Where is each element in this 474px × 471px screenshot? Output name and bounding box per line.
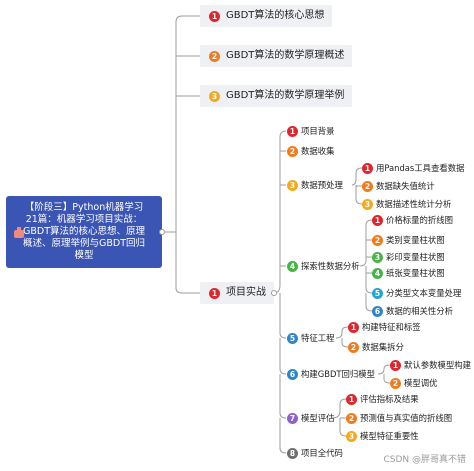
number-badge-icon: 3 [372,252,383,263]
root-title-line: GBDT算法的核心思想、原理 [23,226,145,237]
preprocessing-item[interactable]: 3 数据描述性统计分析 [362,199,451,210]
root-title: 【阶段三】Python机器学习 21篇：机器学习项目实战： GBDT算法的核心思… [23,202,145,262]
item-label: 数据预处理 [301,180,343,190]
topic-math-example[interactable]: 3 GBDT算法的数学原理举例 [200,85,353,107]
item-label: 数据描述性统计分析 [376,199,452,209]
feature-item[interactable]: 2 数据集拆分 [348,342,404,353]
project-item-feature-engineering[interactable]: 5 特征工程 [287,333,335,344]
item-label: 数据缺失值统计 [376,181,435,191]
eda-item[interactable]: 2 类别变量柱状图 [372,235,445,246]
number-badge-icon: 2 [390,378,401,389]
item-label: 默认参数模型构建 [404,360,471,370]
number-badge-icon: 5 [372,288,383,299]
project-item-evaluation[interactable]: 7 模型评估 [287,413,335,424]
evaluation-item[interactable]: 1 评估指标及结果 [346,394,419,405]
model-item[interactable]: 2 模型调优 [390,378,438,389]
eda-item[interactable]: 5 分类型文本变量处理 [372,288,461,299]
number-badge-icon: 8 [287,448,298,459]
number-badge-icon: 2 [362,181,373,192]
item-label: 分类型文本变量处理 [386,288,462,298]
number-badge-icon: 2 [372,235,383,246]
number-badge-icon: 2 [346,413,357,424]
project-item-build-model[interactable]: 6 构建GBDT回归模型 [287,369,375,380]
root-title-line: 【阶段三】Python机器学习 [24,202,144,213]
number-badge-icon: 1 [362,163,373,174]
eda-item[interactable]: 1 价格标量的折线图 [372,215,453,226]
project-item-full-code[interactable]: 8 项目全代码 [287,448,343,459]
number-badge-icon: 2 [287,146,298,157]
number-badge-icon: 2 [209,51,220,62]
project-item-background[interactable]: 1 项目背景 [287,126,335,137]
collapse-handle[interactable] [271,290,277,296]
eda-item[interactable]: 4 纸张变量柱状图 [372,268,445,279]
root-title-line: 概述、原理举例与GBDT回归 [23,238,145,249]
topic-core-idea[interactable]: 1 GBDT算法的核心思想 [200,5,333,27]
item-label: 特征工程 [301,333,335,343]
item-label: 评估指标及结果 [360,394,419,404]
number-badge-icon: 2 [348,342,359,353]
number-badge-icon: 3 [209,91,220,102]
collapse-handle[interactable] [159,229,165,235]
eda-item[interactable]: 6 数据的相关性分析 [372,306,453,317]
preprocessing-item[interactable]: 1 用Pandas工具查看数据 [362,163,465,174]
item-label: 模型调优 [404,378,438,388]
topic-label: 项目实战 [226,287,266,298]
number-badge-icon: 4 [372,268,383,279]
number-badge-icon: 4 [287,261,298,272]
eda-item[interactable]: 3 彩印变量柱状图 [372,252,445,263]
root-title-line: 模型 [74,250,94,261]
number-badge-icon: 1 [390,360,401,371]
number-badge-icon: 1 [346,394,357,405]
number-badge-icon: 1 [209,11,220,22]
item-label: 数据的相关性分析 [386,306,453,316]
item-label: 构建特征和标签 [362,322,421,332]
item-label: 预测值与真实值的折线图 [360,413,453,423]
item-label: 数据收集 [301,146,335,156]
topic-math-overview[interactable]: 2 GBDT算法的数学原理概述 [200,45,353,67]
number-badge-icon: 3 [346,431,357,442]
number-badge-icon: 7 [287,413,298,424]
evaluation-item[interactable]: 2 预测值与真实值的折线图 [346,413,452,424]
topic-label: GBDT算法的核心思想 [226,10,325,21]
item-label: 模型特征重要性 [360,431,419,441]
item-label: 项目背景 [301,126,335,136]
topic-label: GBDT算法的数学原理概述 [226,50,345,61]
feature-item[interactable]: 1 构建特征和标签 [348,322,421,333]
number-badge-icon: 6 [372,306,383,317]
project-item-data-collection[interactable]: 2 数据收集 [287,146,335,157]
item-label: 模型评估 [301,413,335,423]
item-label: 探索性数据分析 [301,261,360,271]
preprocessing-item[interactable]: 2 数据缺失值统计 [362,181,435,192]
item-label: 构建GBDT回归模型 [301,369,376,379]
evaluation-item[interactable]: 3 模型特征重要性 [346,431,419,442]
project-item-eda[interactable]: 4 探索性数据分析 [287,261,360,272]
item-label: 项目全代码 [301,448,343,458]
item-label: 类别变量柱状图 [386,235,445,245]
number-badge-icon: 1 [209,288,220,299]
model-item[interactable]: 1 默认参数模型构建 [390,360,471,371]
root-title-line: 21篇：机器学习项目实战： [25,214,143,225]
number-badge-icon: 3 [287,180,298,191]
rocket-icon [14,227,24,238]
root-node[interactable]: 【阶段三】Python机器学习 21篇：机器学习项目实战： GBDT算法的核心思… [6,196,162,268]
item-label: 价格标量的折线图 [386,215,453,225]
watermark: CSDN @胖哥真不错 [383,455,466,465]
number-badge-icon: 3 [362,199,373,210]
number-badge-icon: 1 [287,126,298,137]
project-item-preprocessing[interactable]: 3 数据预处理 [287,180,343,191]
item-label: 用Pandas工具查看数据 [376,163,465,173]
topic-label: GBDT算法的数学原理举例 [226,90,345,101]
item-label: 纸张变量柱状图 [386,268,445,278]
number-badge-icon: 1 [348,322,359,333]
number-badge-icon: 1 [372,215,383,226]
number-badge-icon: 6 [287,369,298,380]
item-label: 彩印变量柱状图 [386,252,445,262]
number-badge-icon: 5 [287,333,298,344]
topic-project[interactable]: 1 项目实战 [200,282,274,304]
item-label: 数据集拆分 [362,342,404,352]
